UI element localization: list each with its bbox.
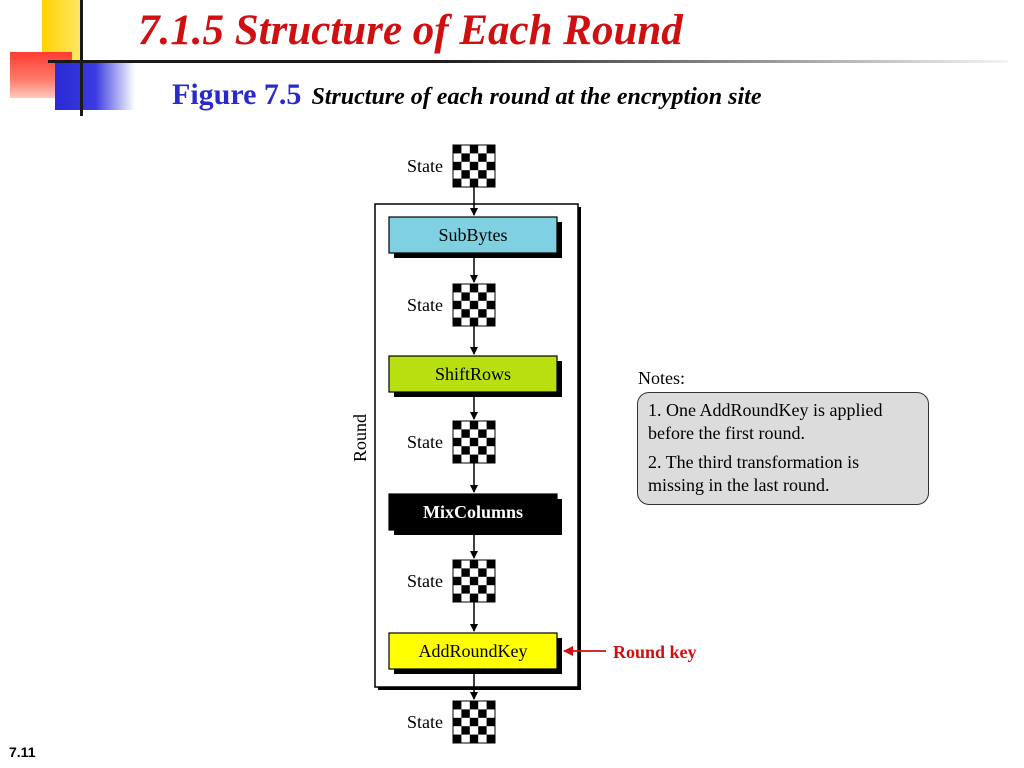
- state-cell: [469, 437, 479, 447]
- state-cell: [453, 437, 462, 447]
- state-cell: [461, 726, 470, 735]
- figure-label: Figure 7.5: [172, 78, 302, 111]
- shiftrows-box: [388, 355, 558, 393]
- state-cell: [453, 284, 462, 293]
- state-cell: [461, 153, 470, 162]
- state-label-3: State: [407, 432, 443, 452]
- state-cell: [469, 145, 479, 154]
- state-cell: [478, 446, 487, 455]
- state-cell: [461, 585, 470, 594]
- state-cell: [478, 292, 487, 301]
- state-cell: [453, 734, 462, 743]
- decorative-horizontal-rule: [48, 60, 1008, 63]
- state-cell: [453, 161, 462, 171]
- decorative-blue-block: [55, 62, 135, 110]
- state-cell: [469, 178, 479, 187]
- notes-box: 1. One AddRoundKey is applied before the…: [637, 392, 929, 505]
- state-cell: [469, 717, 479, 727]
- state-cell: [453, 145, 462, 154]
- state-cell: [453, 300, 462, 310]
- state-cell: [461, 309, 470, 318]
- decorative-yellow-block: [42, 0, 82, 62]
- state-label-1: State: [407, 156, 443, 176]
- state-cell: [478, 170, 487, 179]
- state-cell: [453, 701, 462, 710]
- round-label: Round: [350, 414, 370, 462]
- state-cell: [453, 560, 462, 569]
- state-cell: [478, 153, 487, 162]
- state-cell: [469, 576, 479, 586]
- note-item-1: 1. One AddRoundKey is applied before the…: [648, 400, 883, 443]
- state-label-4: State: [407, 571, 443, 591]
- state-cell: [486, 300, 495, 310]
- state-cell: [478, 429, 487, 438]
- state-cell: [461, 709, 470, 718]
- state-cell: [453, 421, 462, 430]
- state-label-2: State: [407, 295, 443, 315]
- state-cell: [469, 284, 479, 293]
- state-cell: [469, 734, 479, 743]
- state-cell: [486, 701, 495, 710]
- state-cell: [486, 593, 495, 602]
- state-cell: [469, 300, 479, 310]
- state-cell: [469, 317, 479, 326]
- mixcolumns-box: [388, 493, 558, 531]
- state-cell: [461, 170, 470, 179]
- state-cell: [486, 145, 495, 154]
- figure-description: Structure of each round at the encryptio…: [311, 84, 762, 110]
- slide-number: 7.11: [9, 744, 36, 760]
- state-cell: [486, 576, 495, 586]
- state-cell: [478, 726, 487, 735]
- state-cell: [453, 454, 462, 463]
- state-cell: [486, 717, 495, 727]
- state-cell: [469, 560, 479, 569]
- state-cell: [453, 576, 462, 586]
- subbytes-label: SubBytes: [438, 225, 507, 245]
- state-cell: [469, 161, 479, 171]
- figure-caption: Figure 7.5 Structure of each round at the…: [172, 78, 761, 112]
- state-cell: [469, 701, 479, 710]
- state-cell: [453, 593, 462, 602]
- state-cell: [469, 421, 479, 430]
- state-cell: [478, 585, 487, 594]
- state-cell: [486, 161, 495, 171]
- state-cell: [486, 560, 495, 569]
- state-cell: [486, 284, 495, 293]
- notes-heading: Notes:: [638, 368, 685, 388]
- mixcolumns-label: MixColumns: [423, 502, 523, 522]
- state-label-5: State: [407, 712, 443, 732]
- state-cell: [486, 178, 495, 187]
- state-cell: [453, 717, 462, 727]
- state-cell: [469, 454, 479, 463]
- state-cell: [469, 593, 479, 602]
- state-cell: [461, 568, 470, 577]
- state-cell: [461, 429, 470, 438]
- state-cell: [486, 437, 495, 447]
- state-cell: [486, 317, 495, 326]
- state-cell: [478, 709, 487, 718]
- addroundkey-box: [388, 632, 558, 670]
- state-cell: [478, 568, 487, 577]
- state-cell: [486, 734, 495, 743]
- note-item-2: 2. The third transformation is missing i…: [648, 452, 860, 495]
- decorative-vertical-rule: [80, 0, 83, 116]
- addroundkey-label: AddRoundKey: [419, 641, 528, 661]
- state-cell: [461, 292, 470, 301]
- state-cell: [478, 309, 487, 318]
- shiftrows-label: ShiftRows: [435, 364, 511, 384]
- state-cell: [486, 454, 495, 463]
- slide-title: 7.1.5 Structure of Each Round: [138, 7, 683, 54]
- state-cell: [453, 178, 462, 187]
- state-cell: [453, 317, 462, 326]
- subbytes-box: [388, 216, 558, 254]
- round-key-label: Round key: [613, 642, 697, 662]
- state-cell: [486, 421, 495, 430]
- state-cell: [461, 446, 470, 455]
